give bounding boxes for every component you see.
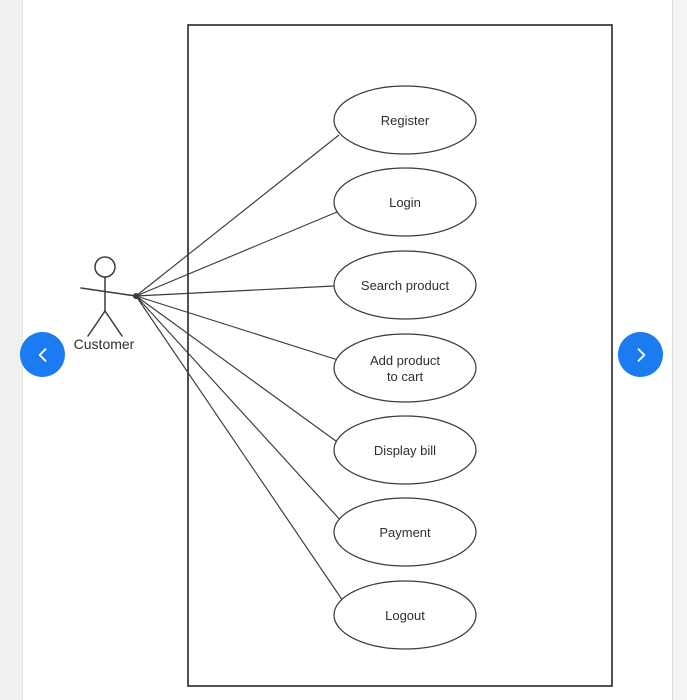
actor-label: Customer	[74, 336, 135, 352]
association-display-bill	[135, 295, 341, 445]
actor-right-leg-icon	[104, 310, 123, 337]
use-case-label: Display bill	[374, 443, 436, 458]
use-case-ellipse	[333, 580, 477, 650]
association-add-to-cart	[135, 295, 339, 361]
use-case-login[interactable]: Login	[333, 167, 477, 237]
association-search-product	[135, 285, 335, 297]
use-case-ellipse	[333, 333, 477, 403]
actor-left-leg-icon	[87, 310, 106, 337]
use-case-ellipse	[333, 415, 477, 485]
use-case-ellipse	[333, 167, 477, 237]
carousel-prev-button[interactable]: Previous	[20, 332, 65, 377]
use-case-register[interactable]: Register	[333, 85, 477, 155]
actor-connector-point	[133, 293, 139, 299]
chevron-right-icon	[637, 347, 645, 362]
use-case-payment[interactable]: Payment	[333, 497, 477, 567]
association-payment	[135, 295, 344, 524]
association-login	[135, 211, 338, 297]
use-case-label: to cart	[387, 369, 424, 384]
association-register	[135, 134, 340, 297]
use-case-search-product[interactable]: Search product	[333, 250, 477, 320]
use-case-display-bill[interactable]: Display bill	[333, 415, 477, 485]
use-case-label: Payment	[379, 525, 431, 540]
use-case-label: Search product	[361, 278, 450, 293]
use-case-logout[interactable]: Logout	[333, 580, 477, 650]
use-case-ellipse	[333, 497, 477, 567]
association-lines	[135, 134, 346, 605]
use-case-ellipse	[333, 250, 477, 320]
association-logout	[135, 295, 346, 605]
use-case-label: Logout	[385, 608, 425, 623]
page-gutter-right	[672, 0, 687, 700]
carousel-next-button[interactable]: Next	[618, 332, 663, 377]
use-case-ellipse	[333, 85, 477, 155]
use-case-label: Add product	[370, 353, 440, 368]
actor-arms-icon	[80, 287, 137, 297]
actor-customer[interactable]: Customer	[74, 256, 139, 352]
chevron-left-icon	[38, 347, 46, 362]
use-case-label: Register	[381, 113, 430, 128]
actor-head-icon	[94, 256, 116, 278]
use-case-label: Login	[389, 195, 421, 210]
